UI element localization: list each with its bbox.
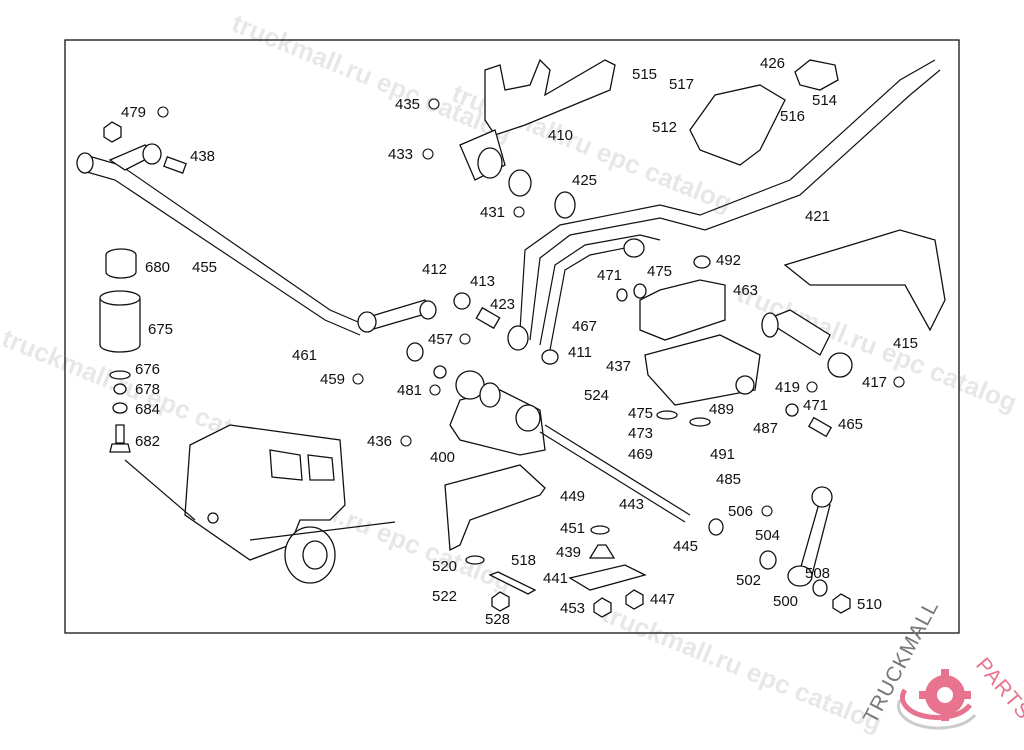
part-label: 425 <box>572 172 597 189</box>
part-label: 522 <box>432 588 457 605</box>
part-label: 413 <box>470 273 495 290</box>
marker-icon <box>806 381 818 393</box>
part-label: 410 <box>548 127 573 144</box>
part-label: 491 <box>710 446 735 463</box>
marker-icon <box>429 384 441 396</box>
part-label: 479 <box>121 104 146 121</box>
part-label: 451 <box>560 520 585 537</box>
part-label: 680 <box>145 259 170 276</box>
part-label: 514 <box>812 92 837 109</box>
part-label: 512 <box>652 119 677 136</box>
part-label: 421 <box>805 208 830 225</box>
logo-text-accent: PARTS <box>971 653 1024 724</box>
part-label: 676 <box>135 361 160 378</box>
part-label: 461 <box>292 347 317 364</box>
part-label: 439 <box>556 544 581 561</box>
marker-icon <box>459 333 471 345</box>
part-label: 438 <box>190 148 215 165</box>
part-label: 469 <box>628 446 653 463</box>
svg-text:truckmall.ru epc catalog: truckmall.ru epc catalog <box>228 8 517 148</box>
part-label: 471 <box>803 397 828 414</box>
part-label: 455 <box>192 259 217 276</box>
part-label: 459 <box>320 371 345 388</box>
part-label: 431 <box>480 204 505 221</box>
part-label: 433 <box>388 146 413 163</box>
part-label: 510 <box>857 596 882 613</box>
part-label: 453 <box>560 600 585 617</box>
marker-icon <box>157 106 169 118</box>
marker-icon <box>422 148 434 160</box>
part-label: 412 <box>422 261 447 278</box>
part-label: 475 <box>628 405 653 422</box>
marker-icon <box>761 505 773 517</box>
part-label: 520 <box>432 558 457 575</box>
part-label: 417 <box>862 374 887 391</box>
part-label: 502 <box>736 572 761 589</box>
part-label: 467 <box>572 318 597 335</box>
part-label: 504 <box>755 527 780 544</box>
part-label: 506 <box>728 503 753 520</box>
marker-icon <box>428 98 440 110</box>
diagram-frame <box>64 39 960 634</box>
part-label: 447 <box>650 591 675 608</box>
part-label: 515 <box>632 66 657 83</box>
part-label: 481 <box>397 382 422 399</box>
part-label: 449 <box>560 488 585 505</box>
svg-text:truckmall.ru epc catalog: truckmall.ru epc catalog <box>598 598 887 738</box>
marker-symbols <box>157 98 905 517</box>
marker-icon <box>400 435 412 447</box>
part-label: 675 <box>148 321 173 338</box>
part-label: 500 <box>773 593 798 610</box>
truck-illustration <box>124 424 396 584</box>
truckmallparts-logo: TRUCKMALL PARTS <box>859 596 1024 730</box>
part-label: 435 <box>395 96 420 113</box>
part-label: 463 <box>733 282 758 299</box>
part-label: 489 <box>709 401 734 418</box>
part-label: 415 <box>893 335 918 352</box>
part-label: 684 <box>135 401 160 418</box>
stabilizer-bar <box>79 154 366 336</box>
marker-icon <box>352 373 364 385</box>
part-label: 517 <box>669 76 694 93</box>
part-label: 400 <box>430 449 455 466</box>
part-label: 441 <box>543 570 568 587</box>
svg-text:truckmall.ru epc catalog: truckmall.ru epc catalog <box>733 278 1022 418</box>
part-label: 465 <box>838 416 863 433</box>
part-label: 524 <box>584 387 609 404</box>
part-label: 682 <box>135 433 160 450</box>
part-label: 528 <box>485 611 510 628</box>
part-label: 419 <box>775 379 800 396</box>
part-label: 508 <box>805 565 830 582</box>
part-label: 423 <box>490 296 515 313</box>
part-label: 437 <box>606 358 631 375</box>
part-label: 518 <box>511 552 536 569</box>
part-label: 436 <box>367 433 392 450</box>
marker-icon <box>513 206 525 218</box>
part-label: 443 <box>619 496 644 513</box>
part-label: 457 <box>428 331 453 348</box>
part-labels: 479 438 435 433 410 515 517 426 514 516 … <box>121 55 918 628</box>
part-label: 475 <box>647 263 672 280</box>
part-label: 492 <box>716 252 741 269</box>
part-label: 411 <box>568 344 592 361</box>
part-label: 471 <box>597 267 622 284</box>
marker-icon <box>893 376 905 388</box>
part-label: 445 <box>673 538 698 555</box>
part-label: 473 <box>628 425 653 442</box>
rod <box>539 424 691 523</box>
part-label: 485 <box>716 471 741 488</box>
part-label: 426 <box>760 55 785 72</box>
part-label: 516 <box>780 108 805 125</box>
parts-drawing <box>76 58 946 618</box>
frame-rail <box>519 59 941 341</box>
part-label: 678 <box>135 381 160 398</box>
part-label: 487 <box>753 420 778 437</box>
